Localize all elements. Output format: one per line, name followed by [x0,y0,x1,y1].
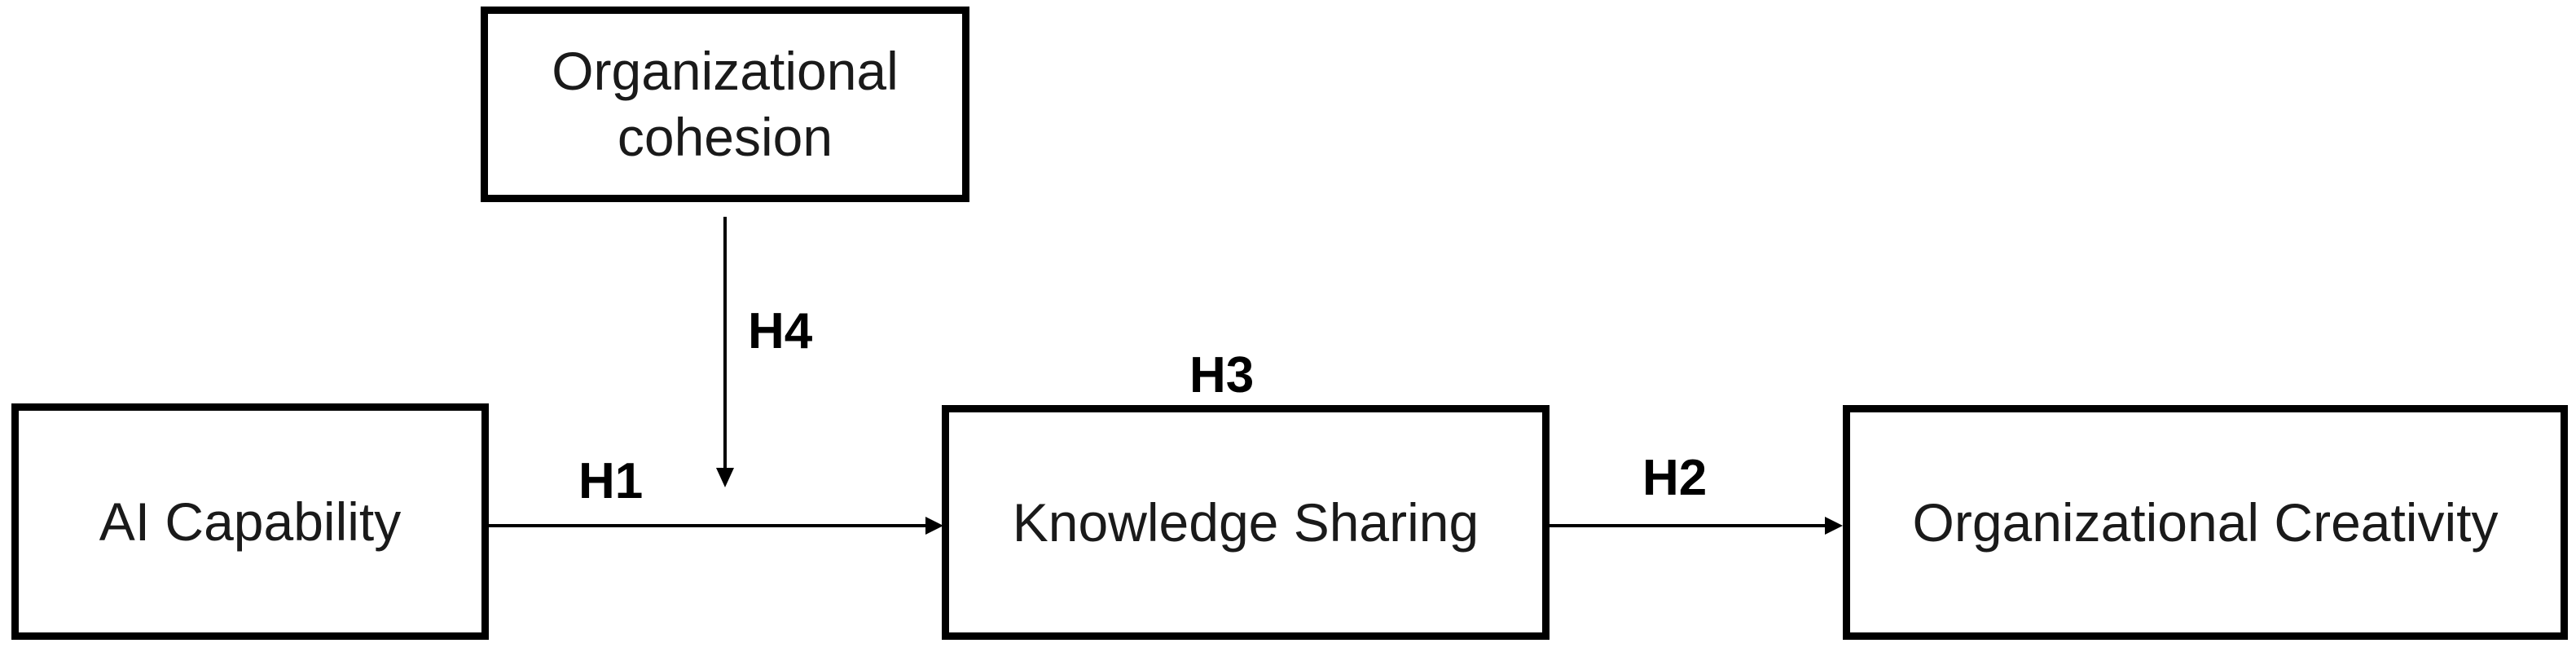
hypothesis-label-h2: H2 [1642,450,1708,506]
node-ai-capability-label: AI Capability [99,491,402,552]
node-organizational-cohesion: Organizational cohesion [481,7,969,202]
node-organizational-cohesion-line-1: Organizational [552,41,899,102]
node-ai-capability: AI Capability [11,403,489,640]
arrowhead-h4 [716,468,734,487]
arrowhead-h1 [925,517,943,535]
node-knowledge-sharing: Knowledge Sharing [942,405,1550,640]
node-organizational-creativity: Organizational Creativity [1843,405,2568,640]
node-organizational-creativity-label: Organizational Creativity [1912,491,2499,553]
hypothesis-label-h1: H1 [578,453,644,509]
arrowhead-h2 [1825,517,1843,535]
hypothesis-label-h3: H3 [1189,347,1255,403]
node-organizational-cohesion-label: Organizational cohesion [552,38,899,170]
node-organizational-cohesion-line-2: cohesion [617,107,833,167]
node-knowledge-sharing-label: Knowledge Sharing [1012,491,1479,553]
hypothesis-label-h4: H4 [748,303,813,359]
